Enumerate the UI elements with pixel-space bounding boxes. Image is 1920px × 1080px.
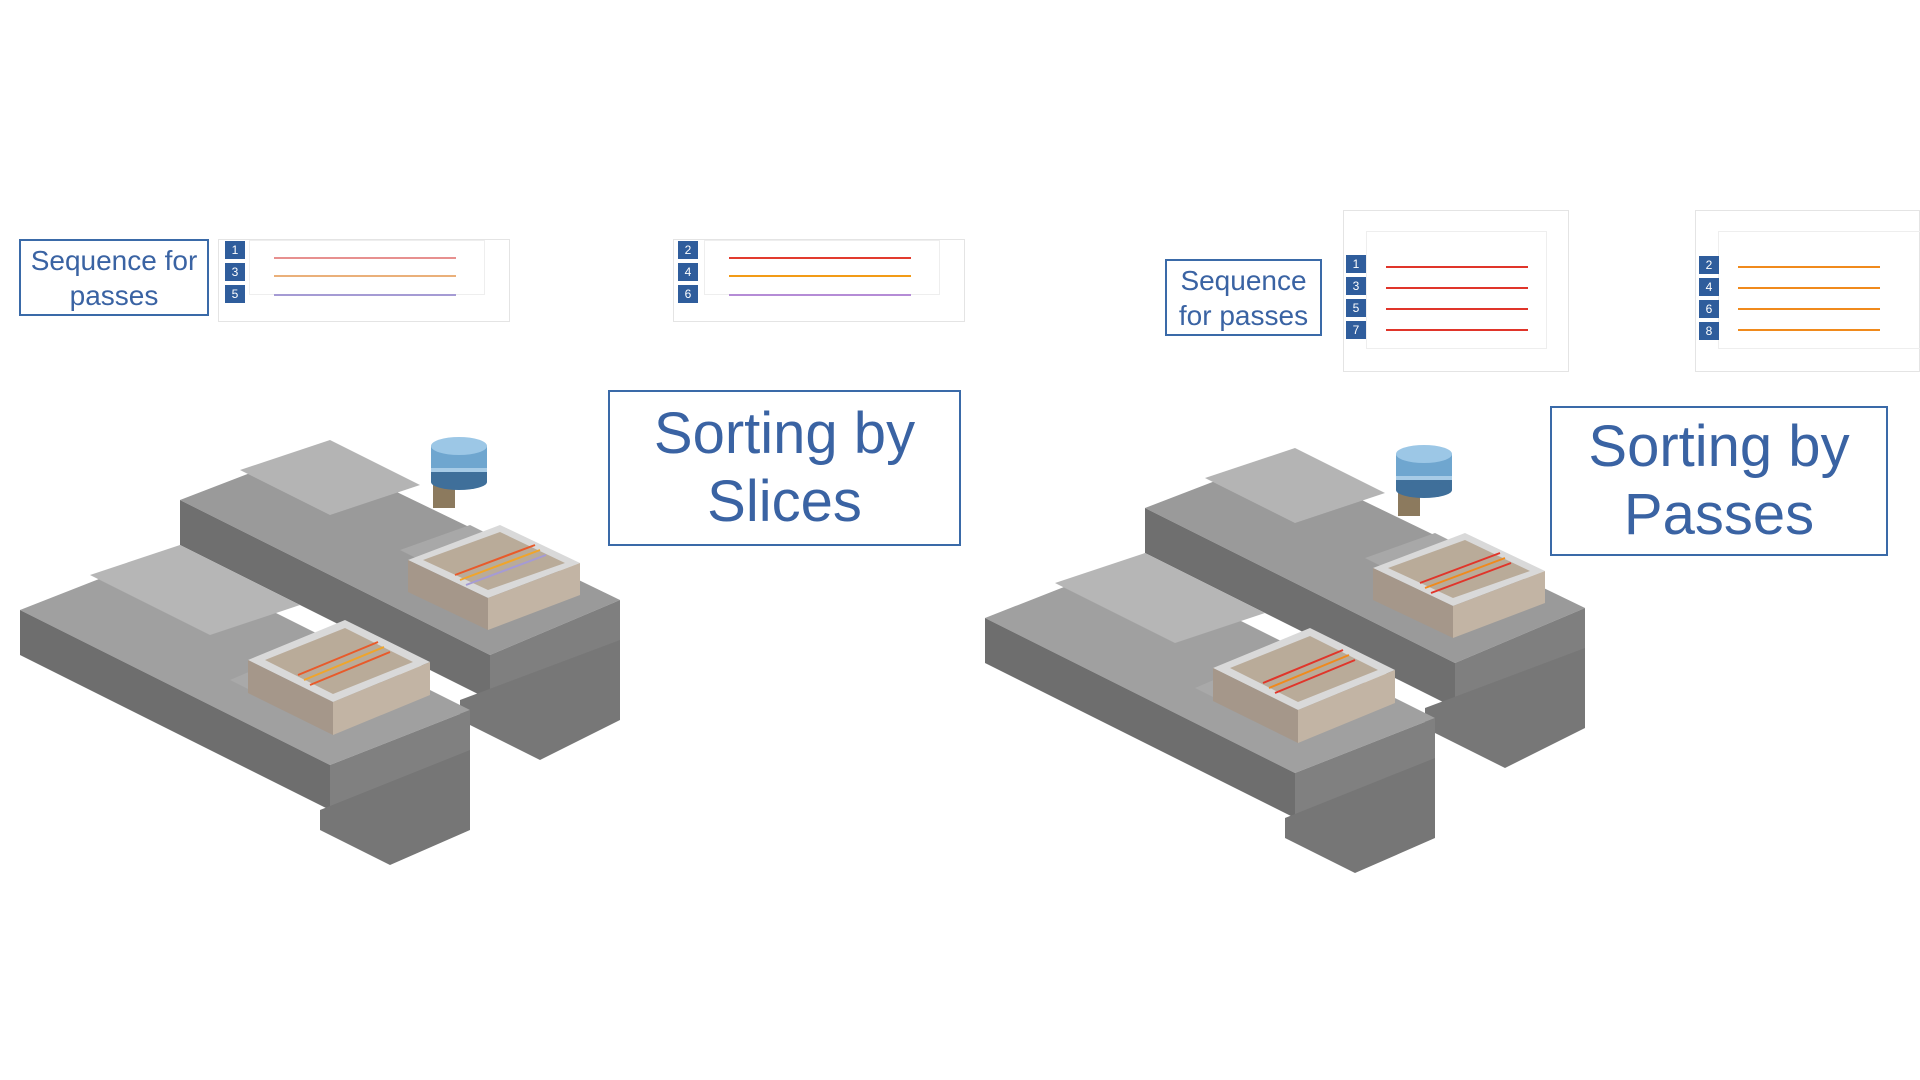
pass-line bbox=[1386, 308, 1528, 310]
left-sequence-label-line2: passes bbox=[69, 279, 159, 311]
pass-number: 6 bbox=[678, 285, 698, 303]
pass-number: 2 bbox=[678, 241, 698, 259]
pass-line bbox=[274, 294, 456, 296]
pass-number: 5 bbox=[225, 285, 245, 303]
pass-number: 7 bbox=[1346, 321, 1366, 339]
left-title-line2: Slices bbox=[707, 469, 862, 534]
pass-number: 3 bbox=[225, 263, 245, 281]
pass-line bbox=[1386, 329, 1528, 331]
pass-number: 6 bbox=[1699, 300, 1719, 318]
right-sequence-label-line1: Sequence bbox=[1180, 264, 1307, 296]
left-title-box: Sorting by Slices bbox=[608, 390, 961, 546]
pass-number: 4 bbox=[678, 263, 698, 281]
pass-number: 1 bbox=[1346, 255, 1366, 273]
left-title-line1: Sorting by bbox=[653, 401, 916, 466]
pass-line bbox=[1738, 329, 1880, 331]
pass-line bbox=[1738, 308, 1880, 310]
pass-line bbox=[729, 275, 911, 277]
right-title-box: Sorting by Passes bbox=[1550, 406, 1888, 556]
left-sequence-label-line1: Sequence for bbox=[30, 244, 198, 276]
right-title-line1: Sorting by bbox=[1588, 414, 1850, 479]
pass-line bbox=[274, 275, 456, 277]
left-pass-panel-even: 2 4 6 bbox=[673, 239, 965, 322]
right-sequence-label-line2: for passes bbox=[1178, 299, 1309, 331]
pass-number: 3 bbox=[1346, 277, 1366, 295]
pass-number: 1 bbox=[225, 241, 245, 259]
right-pass-panel-even: 2 4 6 8 bbox=[1695, 210, 1920, 372]
pass-number: 4 bbox=[1699, 278, 1719, 296]
left-sequence-label: Sequence for passes bbox=[19, 239, 209, 316]
right-title-line2: Passes bbox=[1623, 482, 1815, 547]
pass-line bbox=[1386, 266, 1528, 268]
right-sequence-label: Sequence for passes bbox=[1165, 259, 1322, 336]
pass-number: 2 bbox=[1699, 256, 1719, 274]
pass-line bbox=[729, 294, 911, 296]
right-pass-panel-odd: 1 3 5 7 bbox=[1343, 210, 1569, 372]
pass-line bbox=[1738, 266, 1880, 268]
pass-line bbox=[274, 257, 456, 259]
pass-line bbox=[1386, 287, 1528, 289]
pass-number: 8 bbox=[1699, 322, 1719, 340]
pass-number: 5 bbox=[1346, 299, 1366, 317]
pass-line bbox=[1738, 287, 1880, 289]
pass-line bbox=[729, 257, 911, 259]
left-pass-panel-odd: 1 3 5 bbox=[218, 239, 510, 322]
